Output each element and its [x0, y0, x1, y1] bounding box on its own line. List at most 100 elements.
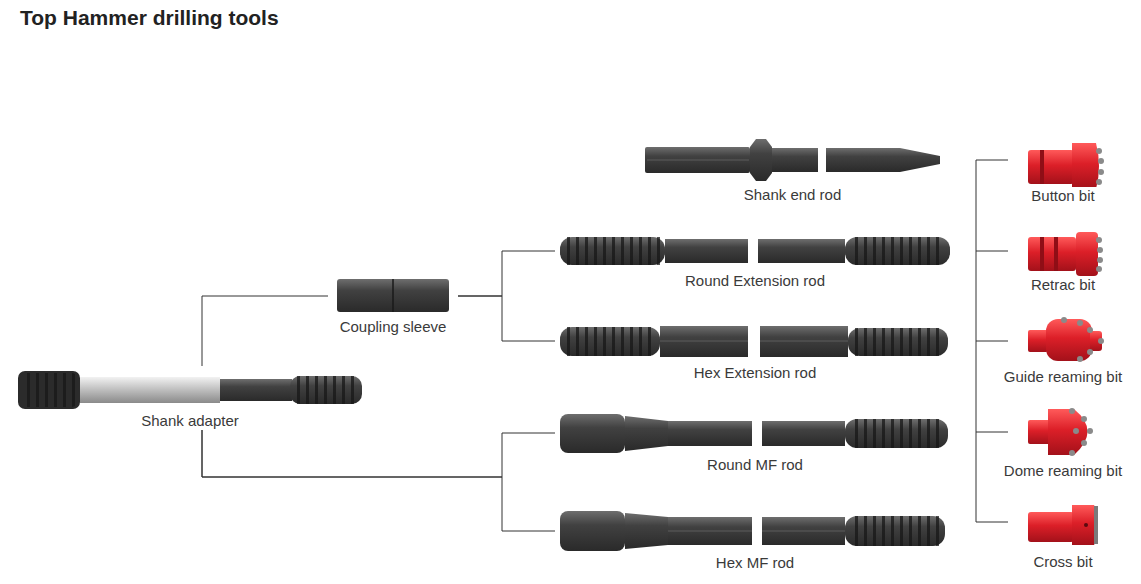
part-label: Coupling sleeve: [338, 318, 449, 336]
cross-bit-picture: [1028, 505, 1098, 545]
drill-bit: Guide reaming bit: [990, 316, 1136, 386]
guide-reaming-bit-picture: [1098, 338, 1104, 344]
hex-mf-rod-picture: [762, 531, 845, 532]
guide-reaming-bit-picture: [1087, 327, 1093, 333]
diagram-title: Top Hammer drilling tools: [20, 5, 279, 31]
dome-reaming-bit-picture: [1069, 450, 1075, 456]
hex-extension-rod-picture: [560, 326, 948, 357]
drill-bit: Dome reaming bit: [990, 404, 1136, 480]
part-label: Dome reaming bit: [1002, 462, 1124, 480]
button-bit-picture: [1096, 148, 1102, 154]
shank-end-rod-picture: [900, 148, 940, 172]
button-bit-picture: [1072, 143, 1099, 189]
shank-end-rod: Shank end rod: [640, 134, 945, 204]
guide-reaming-bit-picture: [1061, 317, 1067, 323]
shank-end-rod-picture: [826, 148, 900, 172]
dome-reaming-bit-picture: [1081, 416, 1087, 422]
round-mf-rod-picture: [762, 421, 845, 446]
round-extension-rod-picture: [560, 237, 950, 265]
part-label: Round Extension rod: [683, 272, 827, 290]
bit-bracket: [976, 160, 1008, 161]
hex-mf-rod-picture: [845, 516, 945, 546]
connector-line: [202, 430, 555, 477]
hex-extension-rod-picture: [560, 327, 660, 356]
hex-mf-rod-picture: [668, 531, 752, 532]
coupling-sleeve-picture: [392, 279, 394, 312]
round-mf-rod-picture: [845, 419, 948, 448]
bit-bracket: [976, 432, 1008, 433]
hex-mf-rod-picture: [668, 517, 752, 545]
hex-extension-rod-picture: [760, 326, 848, 357]
dome-reaming-bit-picture: [1048, 409, 1088, 455]
cross-bit-picture: [1094, 506, 1098, 544]
dome-reaming-bit-picture: [1081, 440, 1087, 446]
shank-adapter-picture: [21, 373, 77, 407]
retrac-bit-picture: [1097, 247, 1103, 253]
part-label: Shank adapter: [139, 412, 241, 430]
part-label: Round MF rod: [705, 456, 805, 474]
guide-reaming-bit-picture: [1077, 320, 1083, 326]
retrac-bit-picture: [1028, 237, 1076, 271]
drill-bit: Cross bit: [990, 501, 1136, 571]
hex-extension-rod-picture: [853, 328, 942, 356]
mf-rod: Hex MF rod: [555, 506, 955, 572]
part-label: Guide reaming bit: [1002, 368, 1124, 386]
round-mf-rod-picture: [850, 419, 942, 448]
retrac-bit-picture: [1040, 237, 1044, 271]
bit-bracket: [976, 251, 1008, 252]
dome-reaming-bit-picture: [1069, 408, 1075, 414]
part-label: Hex Extension rod: [692, 364, 819, 382]
button-bit-picture: [1028, 150, 1074, 184]
part-label: Hex MF rod: [714, 554, 796, 572]
shank-adapter-picture: [80, 377, 220, 403]
shank-end-rod-picture: [772, 148, 818, 172]
dome-reaming-bit-picture: [1087, 428, 1093, 434]
guide-reaming-bit-picture: [1028, 330, 1048, 352]
dome-reaming-bit-picture: [1073, 428, 1079, 434]
shank-adapter-picture: [290, 376, 362, 404]
hex-extension-rod-picture: [848, 328, 948, 356]
hex-mf-rod-picture: [560, 511, 945, 551]
retrac-bit-picture: [1076, 232, 1098, 276]
cross-bit-picture: [1072, 505, 1098, 545]
shank-end-rod-picture: [750, 139, 772, 181]
coupling-sleeve-picture: [337, 279, 449, 312]
retrac-bit-picture: [1028, 232, 1103, 276]
round-mf-rod-picture: [560, 414, 948, 453]
extension-rod: Round Extension rod: [555, 232, 955, 290]
round-mf-rod-picture: [668, 421, 752, 446]
guide-reaming-bit-picture: [1046, 319, 1092, 361]
round-mf-rod-picture: [625, 416, 668, 451]
retrac-bit-picture: [1097, 257, 1103, 263]
round-mf-rod-picture: [560, 414, 625, 453]
shank-adapter-picture: [295, 376, 357, 404]
shank-adapter-picture: [18, 371, 362, 409]
bit-bracket: [976, 522, 1008, 523]
shank-adapter: Shank adapter: [14, 366, 366, 430]
round-extension-rod-picture: [758, 239, 845, 263]
shank-end-rod-picture: [645, 147, 750, 173]
part-label: Cross bit: [1031, 553, 1094, 571]
button-bit-picture: [1028, 143, 1104, 189]
part-label: Button bit: [1029, 187, 1096, 205]
connector-line: [202, 296, 328, 366]
round-extension-rod-picture: [566, 237, 660, 265]
hex-extension-rod-picture: [660, 341, 748, 342]
shank-adapter-picture: [18, 371, 80, 409]
coupling-sleeve-picture: [337, 279, 449, 312]
bit-bracket: [976, 341, 1008, 342]
button-bit-picture: [1098, 158, 1104, 164]
retrac-bit-picture: [1096, 266, 1102, 272]
part-label: Retrac bit: [1029, 276, 1097, 294]
retrac-bit-picture: [1054, 237, 1058, 271]
guide-reaming-bit-picture: [1077, 356, 1083, 362]
hex-extension-rod-picture: [760, 341, 848, 342]
hex-extension-rod-picture: [566, 327, 654, 356]
mf-rod: Round MF rod: [555, 410, 955, 474]
hex-mf-rod-picture: [762, 517, 845, 545]
hex-mf-rod-picture: [850, 516, 939, 546]
button-bit-picture: [1096, 179, 1102, 185]
